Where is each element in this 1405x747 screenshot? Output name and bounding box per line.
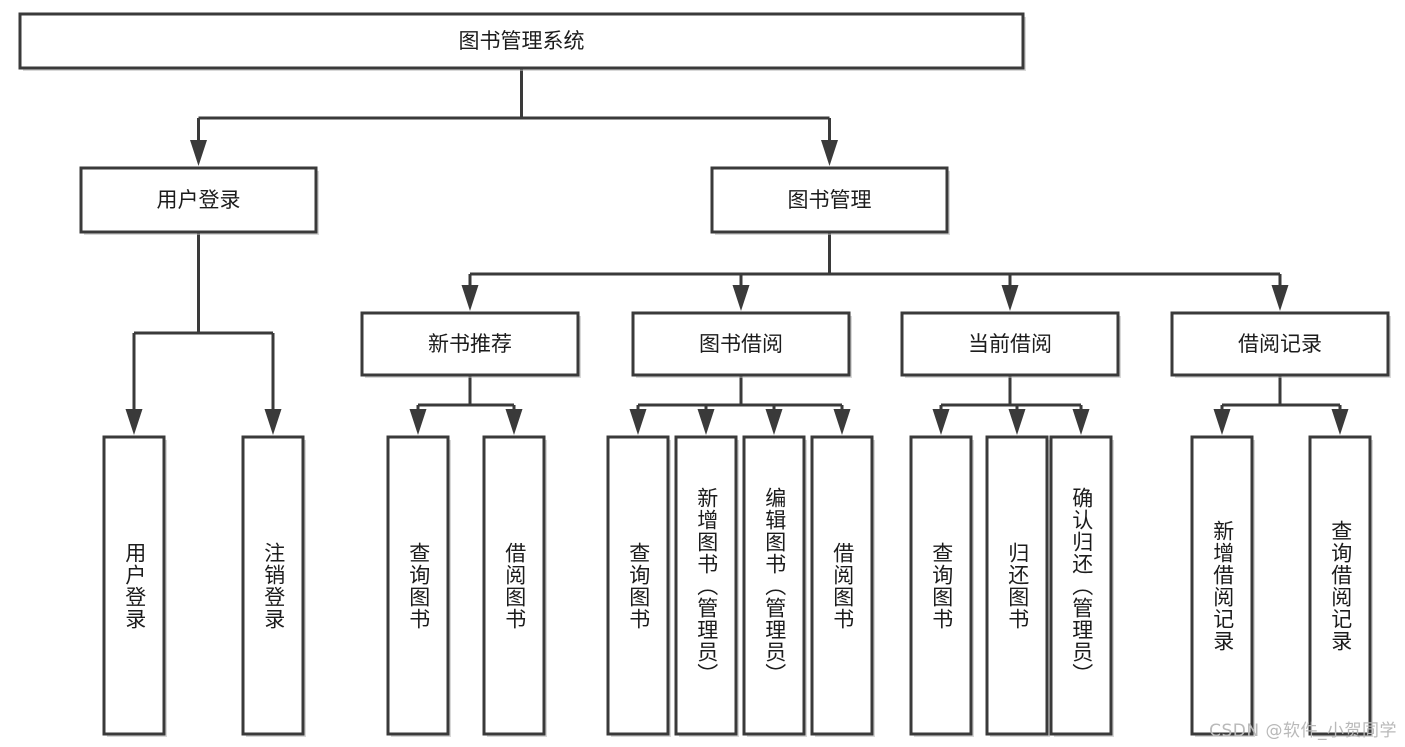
node-label-book-borrow: 图书借阅 [699,332,783,356]
edge-group-book-borrow [629,375,851,435]
node-rect[interactable] [606,435,670,736]
edge-arrowhead [1072,409,1090,435]
node-rect[interactable] [900,311,1120,377]
node-label-new-book-recommend: 新书推荐 [428,332,512,356]
edge-arrowhead [1008,409,1026,435]
edge-arrowhead [697,409,715,435]
node-current-borrow[interactable] [900,311,1121,378]
node-leaf-add-record[interactable] [1190,435,1255,737]
edge-group-current-borrow [932,375,1090,435]
node-rect[interactable] [742,435,806,736]
edge-group-root [190,68,838,166]
node-rect[interactable] [985,435,1049,736]
node-rect[interactable] [810,435,874,736]
node-leaf-user-logout[interactable] [241,435,306,737]
node-new-book-recommend[interactable] [360,311,581,378]
node-leaf-edit-book[interactable] [742,435,807,737]
edges-layer [125,68,1349,435]
node-rect[interactable] [79,166,318,234]
node-label-current-borrow: 当前借阅 [968,332,1052,356]
node-rect[interactable] [386,435,450,736]
node-rect[interactable] [909,435,973,736]
node-rect[interactable] [1190,435,1254,736]
node-rect[interactable] [482,435,546,736]
edge-arrowhead [505,409,523,435]
edge-arrowhead [264,409,282,435]
edge-group-borrow-record [1213,375,1349,435]
node-leaf-query-book-1[interactable] [386,435,451,737]
edge-arrowhead [821,140,838,166]
edge-arrowhead [932,409,950,435]
edge-arrowhead [1331,409,1349,435]
edge-arrowhead [833,409,851,435]
node-label-user-login: 用户登录 [157,188,241,212]
node-label-root: 图书管理系统 [459,29,585,53]
node-rect[interactable] [241,435,305,736]
node-user-login[interactable] [79,166,319,235]
node-rect[interactable] [1308,435,1372,736]
node-leaf-return-book[interactable] [985,435,1050,737]
node-rect[interactable] [18,12,1025,70]
edge-arrowhead [125,409,143,435]
node-label-book-manage: 图书管理 [788,188,872,212]
node-rect[interactable] [710,166,949,234]
edge-arrowhead [409,409,427,435]
node-leaf-query-record[interactable] [1308,435,1373,737]
node-rect[interactable] [1170,311,1390,377]
node-leaf-add-book[interactable] [674,435,739,737]
edge-group-new-book-recommend [409,375,523,435]
node-book-borrow[interactable] [631,311,852,378]
edge-group-user-login [125,232,282,435]
node-rect[interactable] [102,435,166,736]
edge-arrowhead [190,140,207,166]
edge-group-book-manage [461,232,1289,311]
node-rect[interactable] [674,435,738,736]
node-rect[interactable] [1049,435,1113,736]
edge-arrowhead [1001,285,1019,311]
node-leaf-user-login[interactable] [102,435,167,737]
node-rect[interactable] [360,311,580,377]
node-label-borrow-record: 借阅记录 [1238,332,1322,356]
boxes-layer [18,12,1391,737]
edge-arrowhead [1271,285,1289,311]
edge-arrowhead [461,285,479,311]
node-book-manage[interactable] [710,166,950,235]
edge-arrowhead [732,285,750,311]
node-leaf-query-book-2[interactable] [606,435,671,737]
edge-arrowhead [765,409,783,435]
edge-arrowhead [629,409,647,435]
node-leaf-borrow-book-1[interactable] [482,435,547,737]
node-root[interactable] [18,12,1026,71]
edge-arrowhead [1213,409,1231,435]
node-leaf-query-book-3[interactable] [909,435,974,737]
node-leaf-confirm-return[interactable] [1049,435,1114,737]
node-rect[interactable] [631,311,851,377]
node-borrow-record[interactable] [1170,311,1391,378]
node-leaf-borrow-book-2[interactable] [810,435,875,737]
